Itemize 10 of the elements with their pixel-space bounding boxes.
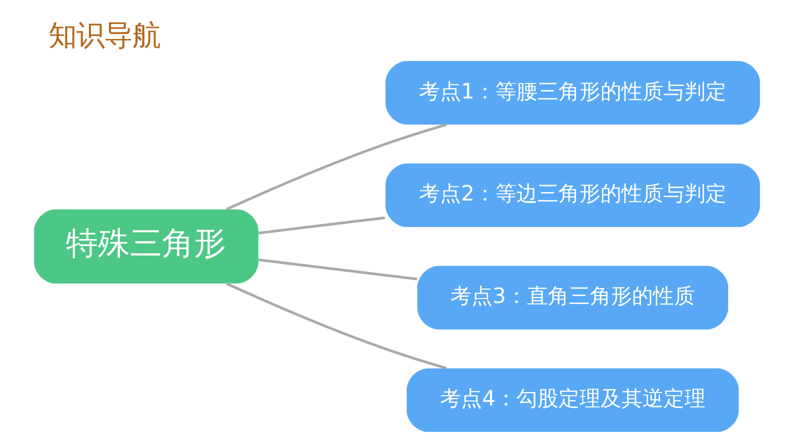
connector [226, 123, 447, 210]
node-box: 特殊三角形 [34, 209, 258, 284]
node-box: 考点3：直角三角形的性质 [417, 266, 728, 330]
connector [258, 258, 418, 280]
connector [226, 282, 447, 370]
connector [258, 216, 386, 234]
node-box: 考点1：等腰三角形的性质与判定 [386, 61, 760, 125]
node-box: 考点2：等边三角形的性质与判定 [386, 163, 760, 228]
node-box: 考点4：勾股定理及其逆定理 [406, 368, 739, 432]
diagram-title: 知识导航 [48, 18, 161, 52]
